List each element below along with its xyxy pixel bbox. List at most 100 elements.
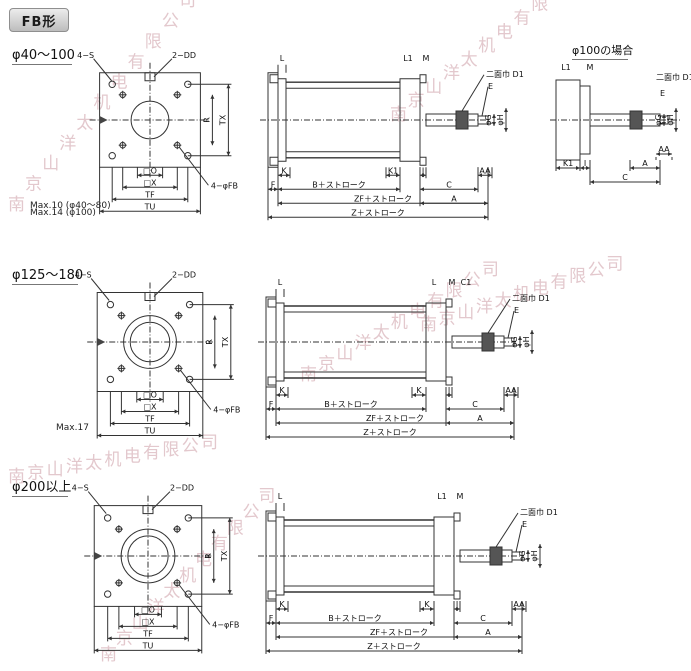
watermark-char: 公: [549, 0, 566, 1]
tie-rod-nut: [445, 376, 453, 386]
watermark-char: 有: [211, 534, 228, 554]
watermark-char: 南: [420, 315, 437, 335]
dim-label-k: K: [424, 600, 430, 609]
dim-label-e: E: [660, 89, 665, 98]
dim-label-i: I: [456, 600, 458, 609]
watermark-char: 京: [116, 629, 133, 649]
port-dd: [142, 505, 154, 515]
dim-label-zf_stroke: ZF＋ストローク: [370, 628, 428, 637]
arrow-head: [448, 393, 452, 397]
arrow-head: [276, 407, 280, 411]
arrow-head: [484, 201, 488, 206]
dim-label-tx: TX: [221, 336, 230, 348]
tie-rod-nut: [419, 74, 427, 84]
dim-label-z_stroke: Z＋ストローク: [367, 642, 420, 651]
arrow-head: [518, 336, 522, 340]
arrow-head: [526, 550, 530, 554]
arrow-head: [538, 544, 542, 548]
dim-label-f: F: [271, 180, 276, 189]
dim-label-g: φG: [654, 114, 663, 125]
arrow-head: [210, 141, 215, 146]
arrow-head: [530, 350, 534, 354]
dim-label-four_s: 4−S: [72, 484, 89, 493]
dim-label-l1: L1: [403, 54, 413, 63]
arrow-head: [446, 407, 450, 411]
arrow-head: [278, 187, 282, 192]
arrow-head: [576, 166, 580, 170]
max-note-100: Max.14 (φ100): [30, 208, 96, 218]
watermark-char: 司: [482, 260, 499, 280]
arrow-head: [474, 187, 478, 192]
dim-label-l: L: [432, 278, 437, 287]
watermark-char: 南: [8, 467, 25, 487]
rod-cover: [433, 516, 455, 596]
watermark-char: 机: [478, 36, 495, 56]
dim-label-a: A: [642, 159, 648, 168]
dim-label-m: M: [457, 492, 464, 501]
arrow-head: [137, 173, 142, 178]
watermark-char: 限: [569, 267, 586, 287]
watermark-char: 电: [195, 550, 212, 570]
arrow-head: [484, 215, 488, 220]
watermark-char: 机: [105, 450, 122, 470]
dim-label-m: M: [423, 54, 430, 63]
arrow-head: [198, 433, 203, 438]
arrow-head: [668, 152, 672, 156]
arrow-head: [514, 393, 518, 397]
arrow-head: [183, 197, 188, 202]
arrow-head: [422, 173, 426, 178]
watermark-char: 司: [258, 487, 275, 507]
watermark-char: 有: [550, 273, 567, 293]
arrow-head: [526, 558, 530, 562]
leader-line: [90, 278, 110, 301]
dim-label-c: C: [622, 173, 628, 182]
arrow-head: [412, 393, 416, 397]
dim-label-k1: K1: [563, 159, 573, 168]
arrow-head: [274, 187, 278, 192]
dim-label-tx: TX: [220, 550, 229, 562]
watermark-char: 司: [179, 0, 196, 11]
arrow-head: [211, 529, 216, 534]
arrow-head: [272, 407, 276, 411]
arrow-head: [630, 166, 634, 170]
mounting-hole: [108, 152, 116, 160]
tie-rod-nut: [267, 590, 277, 600]
arrow-head: [420, 201, 424, 206]
arrow-head: [278, 173, 282, 178]
leader-line: [178, 146, 209, 186]
arrow-head: [196, 209, 201, 214]
dim-label-aa: AA: [479, 166, 491, 175]
watermark-char: 太: [85, 453, 102, 473]
tie-rod-nut: [445, 298, 453, 308]
watermark-char: 公: [464, 271, 481, 291]
tie-rod-nut: [453, 512, 461, 522]
dim-label-g: φG: [518, 550, 527, 561]
arrow-head: [530, 330, 534, 334]
arrow-head: [674, 128, 678, 132]
arrow-head: [522, 607, 526, 611]
arrow-head: [518, 649, 522, 653]
dim-label-r: R: [205, 339, 214, 345]
dim-label-b_stroke: B＋ストローク: [324, 400, 378, 409]
dim-label-d1: 二面巾 D1: [486, 69, 524, 79]
dim-label-g: φG: [510, 336, 519, 347]
watermark-char: 洋: [443, 64, 460, 84]
port-dd: [144, 292, 156, 301]
arrow-head: [504, 108, 508, 112]
arrow-head: [512, 607, 516, 611]
dim-label-tu: TU: [144, 427, 156, 436]
dim-label-f: F: [269, 400, 274, 409]
tie-rod-nut: [453, 590, 461, 600]
watermark-char: 太: [163, 582, 180, 602]
arrow-head: [396, 173, 400, 178]
leader-line: [87, 491, 107, 514]
arrow-head: [136, 397, 141, 402]
watermark-char: 京: [439, 309, 456, 329]
dim-label-z_stroke: Z＋ストローク: [351, 208, 404, 217]
dim-label-aa: AA: [658, 145, 670, 154]
dim-label-c: C: [472, 400, 478, 409]
dim-label-sq_o: □O: [143, 166, 157, 175]
dim-label-h: φH: [666, 114, 675, 125]
